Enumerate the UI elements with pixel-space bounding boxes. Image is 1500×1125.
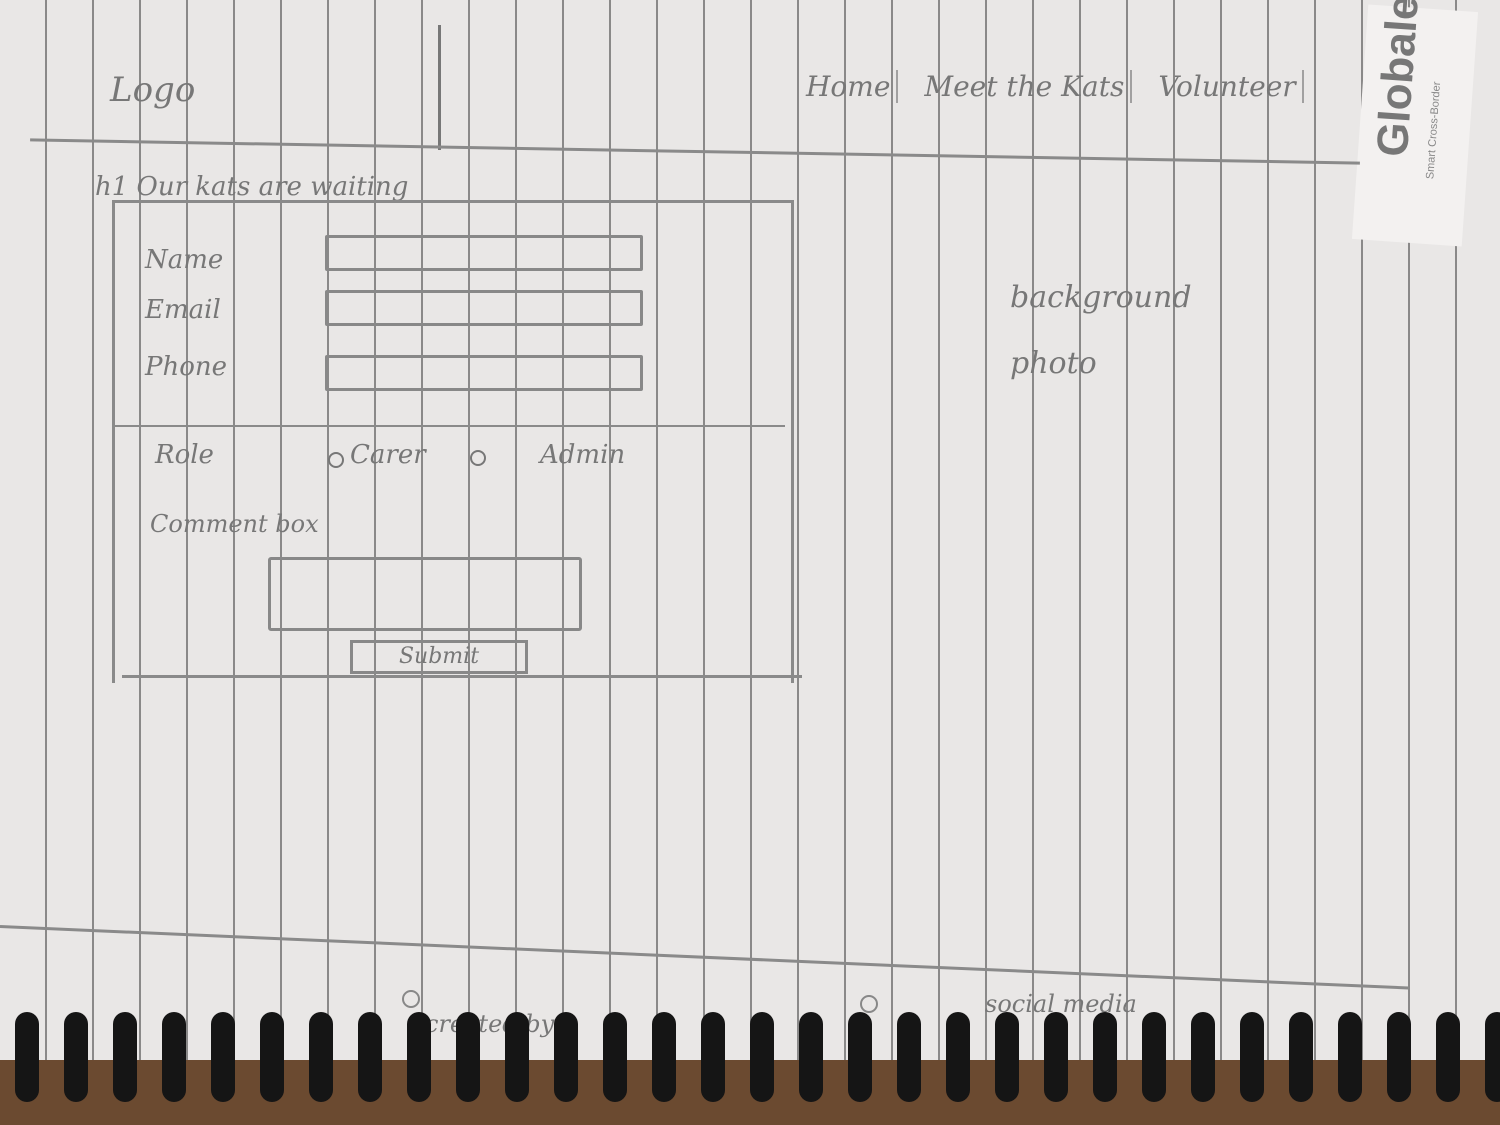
spiral-coil	[1436, 1012, 1460, 1102]
radio-carer[interactable]	[328, 452, 344, 468]
social-icon[interactable]	[860, 995, 878, 1013]
spiral-coil	[1289, 1012, 1313, 1102]
nav-item-meet-the-kats[interactable]: Meet the Kats	[918, 70, 1133, 103]
spiral-coil	[1387, 1012, 1411, 1102]
spiral-coil	[260, 1012, 284, 1102]
signup-form	[112, 200, 794, 683]
spiral-coil	[799, 1012, 823, 1102]
spiral-coil	[1191, 1012, 1215, 1102]
spiral-coil	[15, 1012, 39, 1102]
comment-box-label: Comment box	[150, 510, 319, 538]
spiral-coil	[897, 1012, 921, 1102]
spiral-coil	[64, 1012, 88, 1102]
nav-item-volunteer[interactable]: Volunteer	[1152, 70, 1304, 103]
spiral-coil	[113, 1012, 137, 1102]
spiral-coil	[554, 1012, 578, 1102]
main-nav: Home Meet the Kats Volunteer	[800, 70, 1304, 103]
spiral-coil	[1338, 1012, 1362, 1102]
background-photo-placeholder: background photo	[1010, 280, 1192, 381]
spiral-coil	[407, 1012, 431, 1102]
brand-name: Globale	[1367, 0, 1428, 159]
name-input[interactable]	[325, 235, 643, 271]
spiral-coil	[603, 1012, 627, 1102]
name-label: Name	[145, 245, 224, 275]
spiral-coil	[1240, 1012, 1264, 1102]
creator-icon	[402, 990, 420, 1008]
logo[interactable]: Logo	[110, 70, 196, 110]
spiral-coil	[309, 1012, 333, 1102]
brand-label: Globale Smart Cross-Border	[1351, 0, 1479, 247]
spiral-coil	[701, 1012, 725, 1102]
phone-label: Phone	[145, 352, 228, 382]
submit-button[interactable]: Submit	[350, 640, 528, 674]
spiral-coil	[505, 1012, 529, 1102]
page-heading: h1 Our kats are waiting	[95, 172, 409, 202]
radio-admin[interactable]	[470, 450, 486, 466]
role-label: Role	[155, 440, 214, 470]
header-divider	[438, 25, 441, 150]
spiral-coil	[1044, 1012, 1068, 1102]
spiral-coil	[1093, 1012, 1117, 1102]
form-divider	[115, 425, 785, 427]
radio-admin-label: Admin	[540, 440, 626, 470]
spiral-binding	[0, 1012, 1500, 1125]
phone-input[interactable]	[325, 355, 643, 391]
comment-textarea[interactable]	[268, 557, 582, 631]
spiral-coil	[358, 1012, 382, 1102]
notebook-page	[0, 0, 1500, 1060]
spiral-coil	[456, 1012, 480, 1102]
spiral-coil	[1485, 1012, 1500, 1102]
spiral-coil	[211, 1012, 235, 1102]
spiral-coil	[750, 1012, 774, 1102]
email-input[interactable]	[325, 290, 643, 326]
radio-carer-label: Carer	[350, 440, 426, 470]
nav-item-home[interactable]: Home	[800, 70, 899, 103]
spiral-coil	[1142, 1012, 1166, 1102]
form-bottom-line	[122, 675, 802, 678]
spiral-coil	[652, 1012, 676, 1102]
spiral-coil	[995, 1012, 1019, 1102]
email-label: Email	[145, 295, 221, 325]
spiral-coil	[946, 1012, 970, 1102]
brand-tagline: Smart Cross-Border	[1424, 81, 1444, 180]
spiral-coil	[162, 1012, 186, 1102]
created-by-text: created by	[425, 1010, 555, 1038]
spiral-coil	[848, 1012, 872, 1102]
